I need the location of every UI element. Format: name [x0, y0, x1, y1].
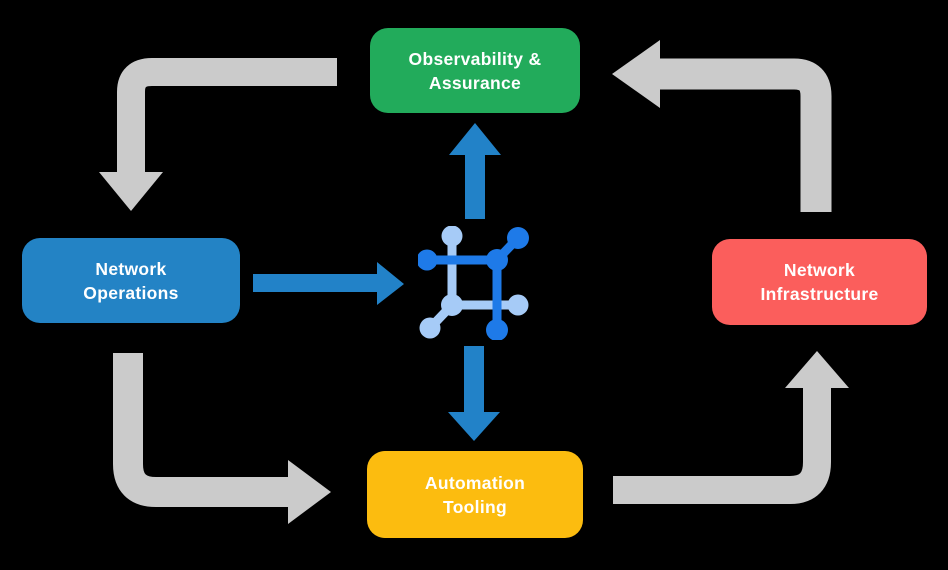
arrow-observability-to-operations	[99, 58, 337, 211]
arrow-center-to-tooling	[448, 346, 500, 441]
node-observability-assurance: Observability & Assurance	[370, 28, 580, 113]
node-label: Automation Tooling	[424, 472, 526, 517]
node-network-infrastructure: Network Infrastructure	[712, 239, 927, 325]
node-label: Network Operations	[83, 258, 179, 303]
node-label: Network Infrastructure	[760, 260, 879, 304]
node-network-operations: Network Operations	[22, 238, 240, 323]
node-automation-tooling: Automation Tooling	[367, 451, 583, 538]
arrow-tooling-to-infrastructure	[613, 351, 849, 504]
arrow-operations-to-center	[253, 262, 404, 305]
network-automation-icon	[418, 226, 529, 340]
arrow-operations-to-tooling	[113, 353, 331, 524]
arrow-center-to-observability	[449, 123, 501, 219]
arrow-infrastructure-to-observability	[612, 40, 832, 212]
node-label: Observability & Assurance	[408, 48, 542, 93]
